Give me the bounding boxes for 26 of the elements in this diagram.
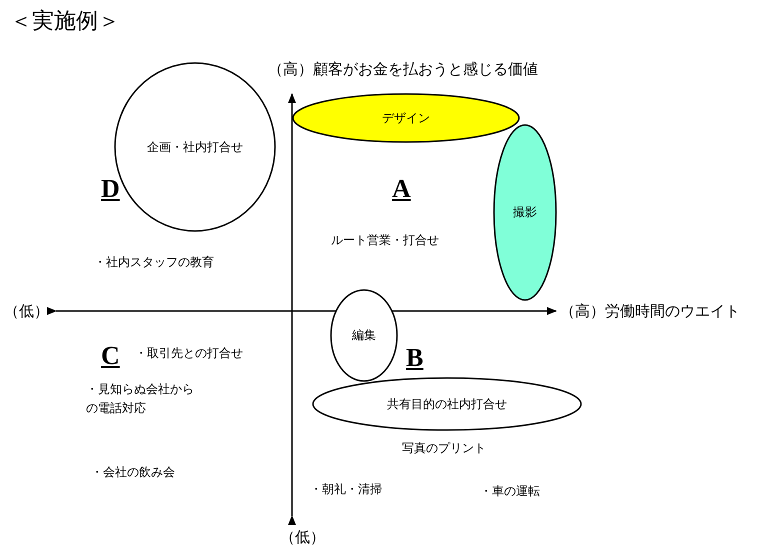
item-text: ・社内スタッフの教育 [94, 254, 214, 271]
ellipse-node [330, 289, 398, 382]
axis-label: （低） [4, 302, 49, 321]
item-text: ・朝礼・清掃 [310, 481, 382, 498]
ellipse-node [312, 377, 582, 431]
item-text: ・取引先との打合せ [135, 345, 243, 362]
node-label: 撮影 [513, 204, 537, 221]
node-label: デザイン [382, 110, 430, 126]
item-text: ルート営業・打合せ [331, 232, 439, 249]
axis-label: （低） [280, 528, 325, 547]
axis-label: （高）顧客がお金を払おうと感じる価値 [268, 60, 538, 79]
ellipse-node [493, 124, 557, 301]
diagram-title: ＜実施例＞ [10, 8, 120, 36]
quadrant-letter: D [101, 174, 120, 204]
item-text: 写真のプリント [402, 440, 486, 457]
item-text: ・見知らぬ会社からの電話対応 [86, 381, 195, 417]
quadrant-letter: A [392, 174, 411, 204]
quadrant-letter: B [406, 343, 424, 373]
axis-label: （高）労働時間のウエイト [560, 302, 740, 321]
node-label: 共有目的の社内打合せ [387, 396, 507, 412]
item-text: ・車の運転 [480, 483, 540, 500]
ellipse-node [292, 93, 520, 143]
node-label: 企画・社内打合せ [147, 138, 243, 156]
quadrant-letter: C [101, 341, 120, 371]
node-label: 編集 [352, 327, 376, 344]
item-text: ・会社の飲み会 [91, 464, 175, 481]
